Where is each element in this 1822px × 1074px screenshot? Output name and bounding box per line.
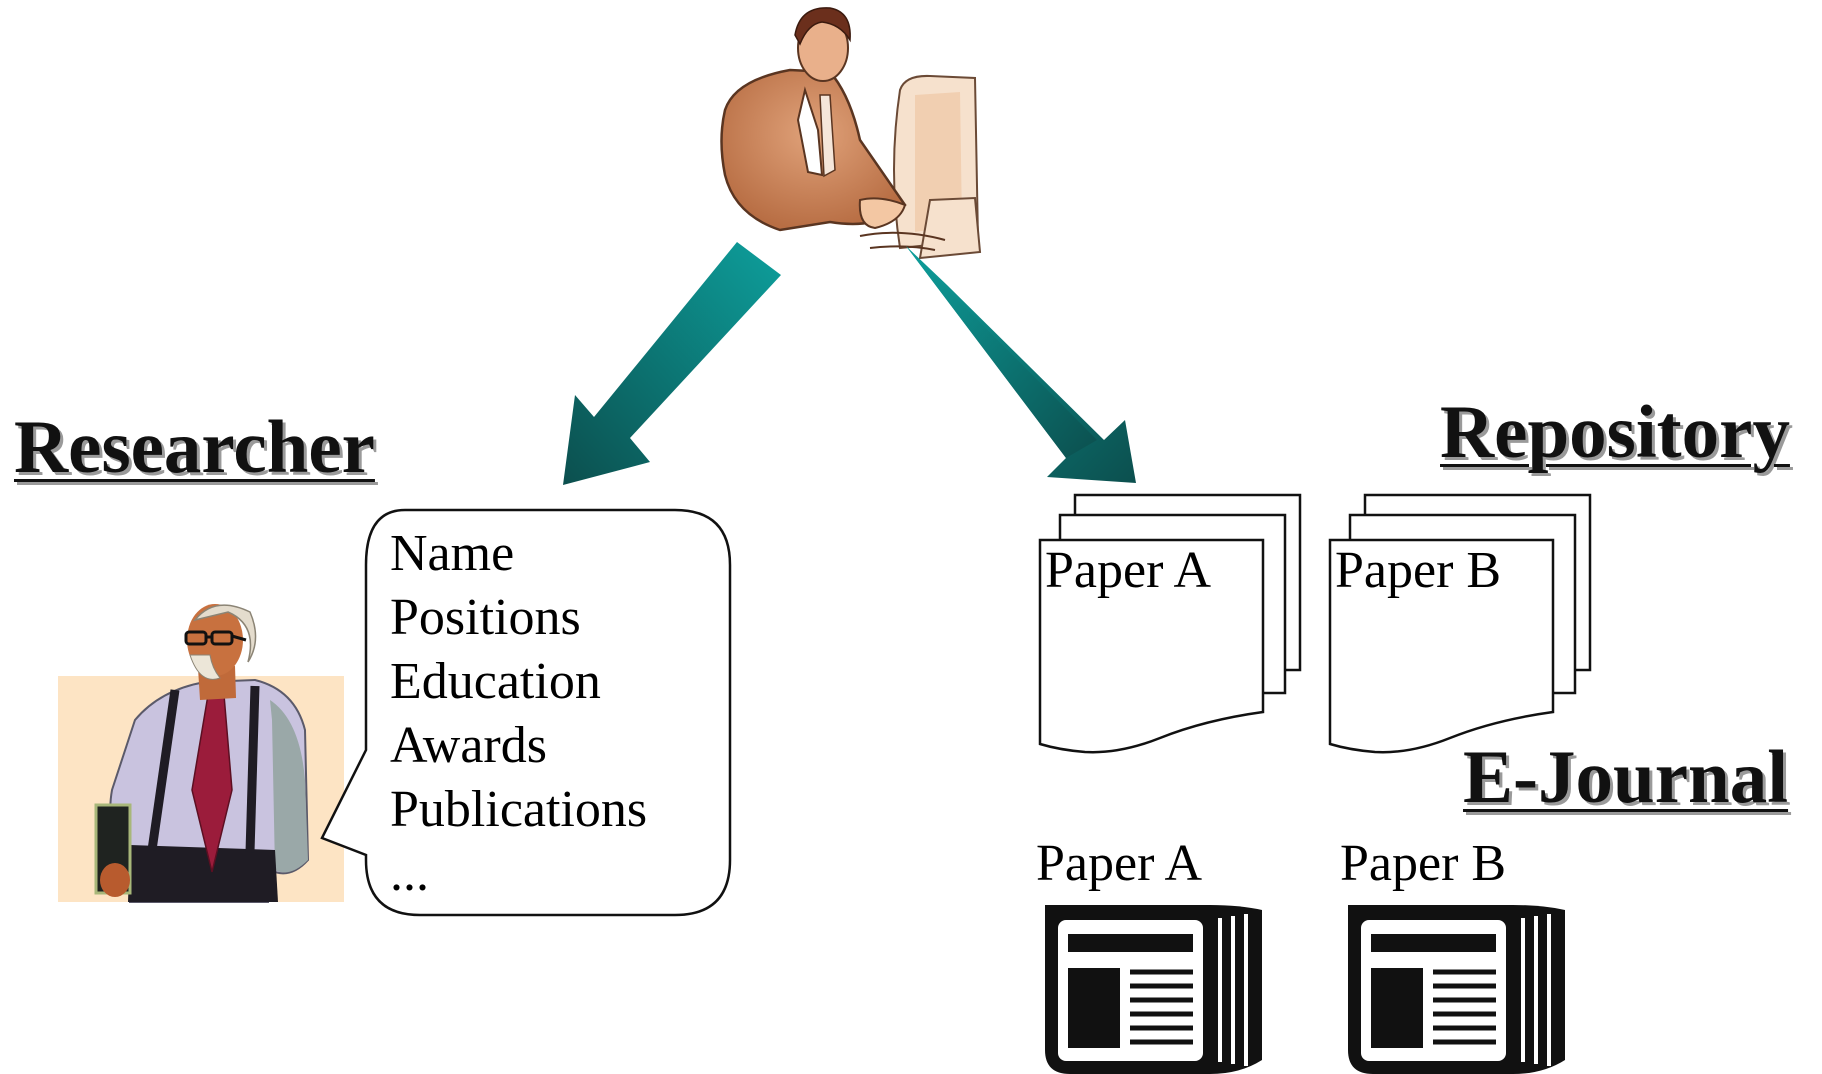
profile-field-more: ... xyxy=(390,845,429,902)
ejournal-heading: E-Journal xyxy=(1463,736,1789,819)
profile-field-positions: Positions xyxy=(390,589,581,646)
profile-field-awards: Awards xyxy=(390,717,547,774)
speech-bubble xyxy=(320,508,732,917)
repository-paper-b-label: Paper B xyxy=(1335,542,1502,599)
profile-field-publications: Publications xyxy=(390,781,648,838)
researcher-heading: Researcher xyxy=(14,406,375,489)
open-journal-icon-a xyxy=(1045,905,1262,1074)
stacked-documents-icon-a xyxy=(1038,493,1302,754)
profile-field-name: Name xyxy=(390,525,515,582)
arrow-to-researcher-icon xyxy=(563,242,781,485)
researcher-person-icon xyxy=(58,604,344,903)
ejournal-paper-b-label: Paper B xyxy=(1340,835,1507,892)
ejournal-paper-a-label: Paper A xyxy=(1036,835,1203,892)
profile-field-list: Name Positions Education Awards Publicat… xyxy=(390,522,647,906)
profile-field-education: Education xyxy=(390,653,601,710)
operator-icon xyxy=(720,7,982,260)
repository-paper-a-label: Paper A xyxy=(1045,542,1212,599)
repository-heading: Repository xyxy=(1440,391,1790,474)
stacked-documents-icon-b xyxy=(1328,493,1592,754)
arrow-to-papers-icon xyxy=(906,246,1136,483)
open-journal-icon-b xyxy=(1348,905,1565,1074)
